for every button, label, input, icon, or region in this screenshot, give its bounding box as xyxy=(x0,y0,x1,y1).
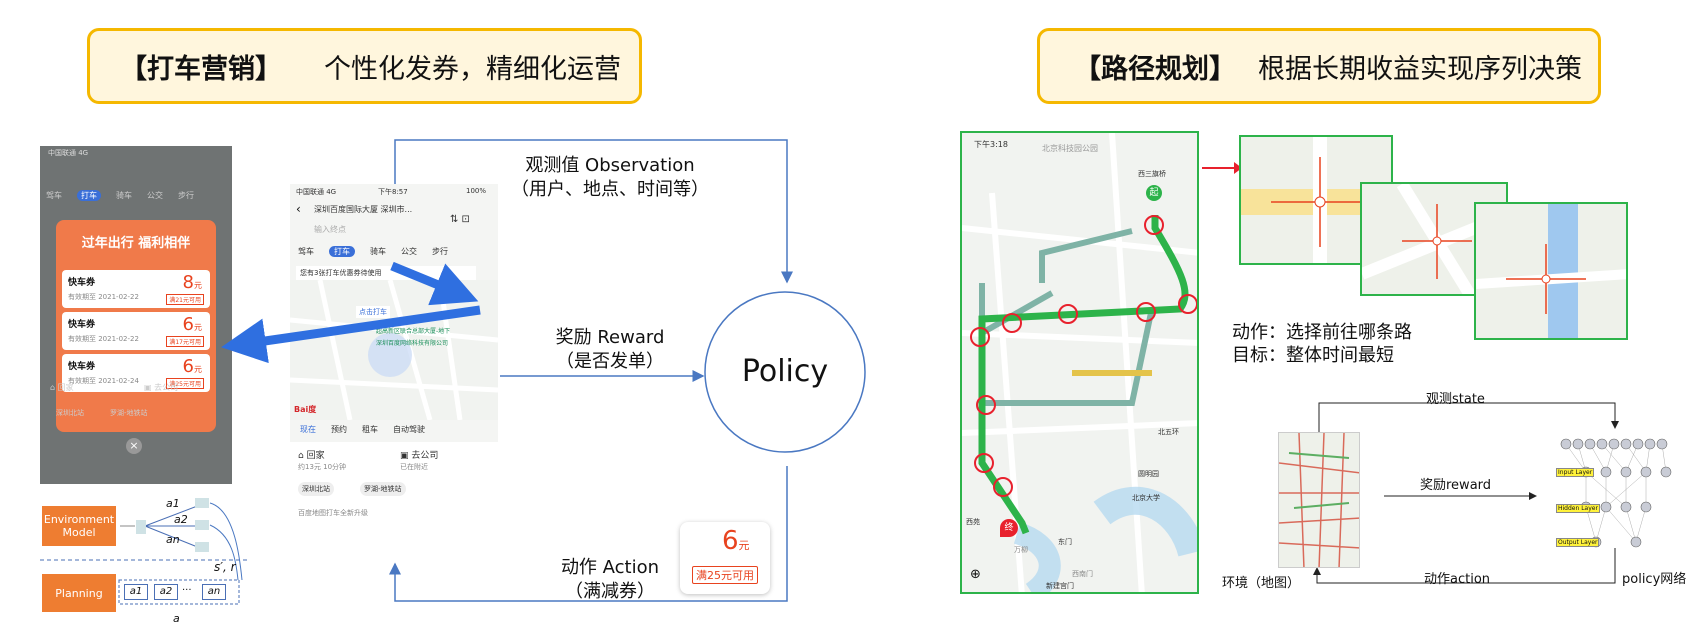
plan-action-box: a1 xyxy=(124,584,148,600)
coupon-card: 6元 满25元可用 xyxy=(680,522,770,594)
map-status-time: 下午3:18 xyxy=(974,140,1008,149)
reward-label: 奖励 Reward（是否发单） xyxy=(555,327,665,372)
status-bar: 中国联通 4G xyxy=(48,149,89,157)
hidden-layer-tag: Hidden Layer xyxy=(1556,504,1600,513)
intersection-map-3 xyxy=(1474,202,1628,340)
pickup-label[interactable]: 点击打车 xyxy=(356,306,390,318)
coupon-item[interactable]: 快车券 有效期至 2021-02-24 6元 满25元可用 xyxy=(62,354,210,392)
action-label: 动作 Action（满减券） xyxy=(560,557,660,602)
company-shortcut[interactable]: ▣ 去公司 xyxy=(144,383,179,392)
chip[interactable]: 深圳北站 xyxy=(56,409,84,417)
coupon-phone-screenshot: 中国联通 4G 驾车打车骑车公交步行 过年出行 福利相伴 快车券 有效期至 20… xyxy=(40,146,232,484)
map-roads xyxy=(290,279,498,421)
promo-title: 过年出行 福利相伴 xyxy=(81,236,191,251)
plan-sequence-label: a xyxy=(173,612,180,625)
red-pointer-arrow xyxy=(1202,162,1242,174)
home-estimate: 约13元 10分钟 xyxy=(298,463,347,471)
ride-tabs[interactable]: 现在预约租车自动驾驶 xyxy=(300,425,425,434)
coupon-condition: 满25元可用 xyxy=(692,566,758,584)
company-status: 已在附近 xyxy=(400,463,428,471)
environment-model-box: Environment Model xyxy=(42,506,116,546)
left-banner-text: 个性化发券，精细化运营 xyxy=(324,53,621,85)
nav-tabs: 驾车打车骑车公交步行 xyxy=(46,190,194,201)
policy-network-label: policy网络 xyxy=(1622,572,1687,587)
output-layer-tag: Output Layer xyxy=(1556,538,1600,547)
origin-field[interactable]: 深圳百度国际大厦 深圳市... xyxy=(314,205,413,214)
place-label: 西三旗桥 xyxy=(1138,170,1166,178)
planning-box: Planning xyxy=(42,574,116,612)
reward-right-label: 奖励reward xyxy=(1420,478,1492,493)
swap-icon[interactable]: ⇅ ⊡ xyxy=(450,214,470,225)
destinations-panel: ⌂ 回家 约13元 10分钟 ▣ 去公司 已在附近 深圳北站 罗湖-地铁站 百度… xyxy=(290,442,498,562)
input-layer-tag: Input Layer xyxy=(1556,468,1595,477)
plan-action-box: an xyxy=(202,584,226,600)
place-label: 北京大学 xyxy=(1132,494,1160,502)
place-label: 西苑 xyxy=(966,518,980,526)
baidu-logo: Bai度 xyxy=(294,405,317,414)
company-shortcut[interactable]: ▣ 去公司 xyxy=(400,451,439,461)
observation-label: 观测值 Observation（用户、地点、时间等） xyxy=(511,155,709,200)
status-bar-battery: 100% xyxy=(466,187,487,195)
locate-icon[interactable]: ⊕ xyxy=(970,567,981,582)
right-banner-text: 根据长期收益实现序列决策 xyxy=(1258,53,1582,85)
home-shortcut[interactable]: ⌂ 回家 xyxy=(50,383,74,392)
promo-card[interactable]: 过年出行 福利相伴 快车券 有效期至 2021-02-22 8元 满21元可用 … xyxy=(56,220,216,432)
right-banner: 【路径规划】 根据长期收益实现序列决策 xyxy=(1037,28,1601,104)
chip[interactable]: 罗湖-地铁站 xyxy=(360,482,406,496)
place-label: 圆明园 xyxy=(1138,470,1159,478)
observe-state-label: 观测state xyxy=(1426,392,1485,407)
route-map xyxy=(962,133,1197,592)
action-description: 动作：选择前往哪条路 xyxy=(1232,322,1412,343)
coupon-value: 6元 xyxy=(722,526,750,556)
status-bar-left: 中国联通 4G xyxy=(296,188,337,196)
action-a1: a1 xyxy=(166,497,180,510)
start-marker: 起 xyxy=(1146,185,1162,201)
planning-tree xyxy=(40,498,250,605)
mode-tabs[interactable]: 驾车打车骑车公交步行 xyxy=(298,246,448,257)
goal-description: 目标：整体时间最短 xyxy=(1232,345,1394,366)
policy-label: Policy xyxy=(741,354,829,389)
end-marker: 终 xyxy=(1000,519,1018,537)
action-right-label: 动作action xyxy=(1424,572,1491,587)
place-label: 东门 xyxy=(1058,538,1072,546)
state-reward-label: s′, r xyxy=(214,560,236,574)
poi-label: 超高新区联合总部大厦-地下 xyxy=(376,328,451,335)
status-bar-time: 下午8:57 xyxy=(378,188,408,196)
plan-ellipsis: ··· xyxy=(182,585,192,596)
environment-label: 环境（地图） xyxy=(1222,576,1301,591)
chip[interactable]: 罗湖-地铁站 xyxy=(110,409,148,417)
home-shortcut[interactable]: ⌂ 回家 xyxy=(298,451,325,461)
place-label: 北五环 xyxy=(1158,428,1179,436)
place-label: 万柳 xyxy=(1014,546,1028,554)
destination-field[interactable]: 输入终点 xyxy=(314,225,346,234)
environment-map-thumbnail xyxy=(1278,432,1360,568)
poi-label: 深圳百度网络科技有限公司 xyxy=(376,340,449,347)
close-icon[interactable]: × xyxy=(126,438,142,454)
plan-action-box: a2 xyxy=(154,584,178,600)
right-banner-tag: 【路径规划】 xyxy=(1074,53,1236,85)
left-flow-lines xyxy=(221,139,866,602)
left-banner: 【打车营销】 个性化发券，精细化运营 xyxy=(87,28,642,104)
policy-network-diagram xyxy=(1560,438,1672,548)
coupon-item[interactable]: 快车券 有效期至 2021-02-22 6元 满17元可用 xyxy=(62,312,210,350)
place-label: 西南门 xyxy=(1072,570,1093,578)
place-label: 北京科技园公园 xyxy=(1042,144,1098,153)
action-an: an xyxy=(166,533,180,546)
back-icon[interactable]: ‹ xyxy=(296,202,301,216)
rl-loop-lines xyxy=(1313,402,1619,584)
footer-text: 百度地图打车全新升级 xyxy=(298,509,368,517)
coupon-item[interactable]: 快车券 有效期至 2021-02-22 8元 满21元可用 xyxy=(62,270,210,308)
route-map-screenshot: 下午3:18 起 终 北京科技园公园 西三旗桥 北五环 圆明园 北京大学 万柳 … xyxy=(960,131,1199,594)
action-a2: a2 xyxy=(174,513,188,526)
left-banner-tag: 【打车营销】 xyxy=(120,53,282,85)
chip[interactable]: 深圳北站 xyxy=(298,482,334,496)
place-label: 新建宫门 xyxy=(1046,582,1074,590)
